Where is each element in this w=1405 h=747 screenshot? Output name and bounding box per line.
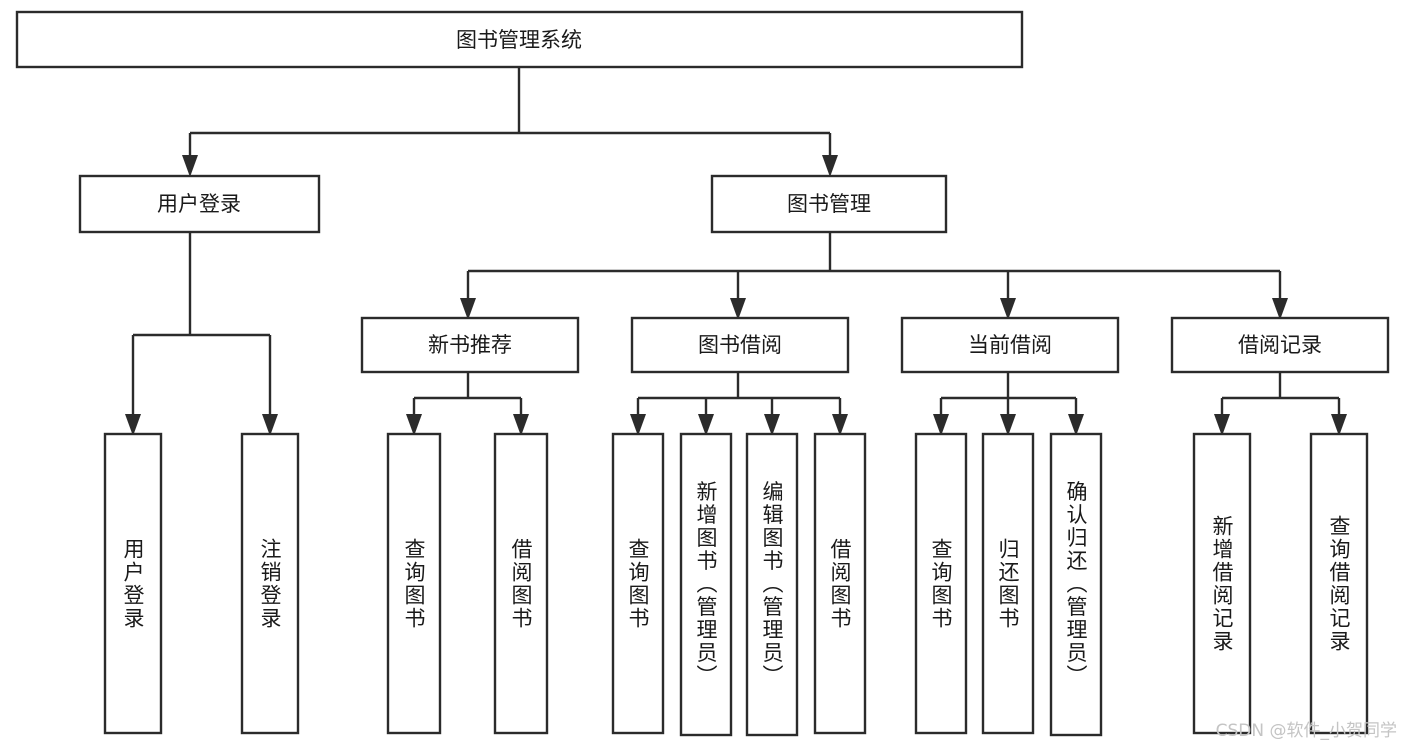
node-leaf-confirm-return-box[interactable] <box>1049 432 1103 737</box>
node-leaf-confirm-return-label: 确认归还（管理员） <box>1064 481 1088 688</box>
node-leaf-user-logout[interactable]: 注销登录 <box>240 432 300 735</box>
node-borrow-record[interactable]: 借阅记录 <box>1170 316 1390 374</box>
node-leaf-query-book-1[interactable]: 查询图书 <box>386 432 442 735</box>
node-current-borrow-label: 当前借阅 <box>968 333 1052 357</box>
arrow-to-current-borrow <box>1000 298 1016 320</box>
node-leaf-return-book-label: 归还图书 <box>996 538 1020 630</box>
node-leaf-user-login[interactable]: 用户登录 <box>103 432 163 735</box>
node-leaf-add-book-box[interactable] <box>679 432 733 737</box>
arrow-leaf-edit-book <box>764 414 780 436</box>
node-leaf-query-book-3-label: 查询图书 <box>929 538 953 630</box>
arrow-leaf-confirm-return <box>1068 414 1084 436</box>
arrow-leaf-user-login <box>125 414 141 436</box>
node-root-label: 图书管理系统 <box>456 28 582 52</box>
node-leaf-borrow-book-2-label: 借阅图书 <box>828 538 852 630</box>
arrow-leaf-borrow-book-1 <box>513 414 529 436</box>
node-leaf-confirm-return[interactable]: 确认归还（管理员） <box>1049 432 1103 737</box>
node-borrow-record-box[interactable] <box>1170 316 1390 374</box>
arrow-leaf-return-book <box>1000 414 1016 436</box>
node-leaf-add-record[interactable]: 新增借阅记录 <box>1192 432 1252 735</box>
node-leaf-query-book-2-label: 查询图书 <box>626 538 650 630</box>
arrow-leaf-query-book-3 <box>933 414 949 436</box>
node-leaf-borrow-book-2[interactable]: 借阅图书 <box>813 432 867 735</box>
node-leaf-add-book-label: 新增图书（管理员） <box>694 481 718 688</box>
arrow-to-new-book-recommend <box>460 298 476 320</box>
node-leaf-query-record-label: 查询借阅记录 <box>1327 515 1351 653</box>
node-book-borrow-box[interactable] <box>630 316 850 374</box>
node-leaf-query-book-1-label: 查询图书 <box>402 538 426 630</box>
node-leaf-borrow-book-2-box[interactable] <box>813 432 867 735</box>
node-user-login-box[interactable] <box>78 174 321 234</box>
arrow-to-book-management <box>822 155 838 177</box>
csdn-watermark: CSDN @软件_小贺同学 <box>1215 721 1397 741</box>
node-leaf-borrow-book-1[interactable]: 借阅图书 <box>493 432 549 735</box>
node-book-borrow[interactable]: 图书借阅 <box>630 316 850 374</box>
arrow-to-book-borrow <box>730 298 746 320</box>
node-leaf-query-book-3[interactable]: 查询图书 <box>914 432 968 735</box>
node-leaf-return-book[interactable]: 归还图书 <box>981 432 1035 735</box>
node-book-management[interactable]: 图书管理 <box>710 174 948 234</box>
node-book-management-label: 图书管理 <box>787 192 871 216</box>
node-root[interactable]: 图书管理系统 <box>15 10 1024 69</box>
node-root-box[interactable] <box>15 10 1024 69</box>
node-leaf-user-logout-box[interactable] <box>240 432 300 735</box>
arrow-leaf-borrow-book-2 <box>832 414 848 436</box>
arrow-to-user-login <box>182 155 198 177</box>
arrow-leaf-user-logout <box>262 414 278 436</box>
arrow-leaf-add-book <box>698 414 714 436</box>
node-book-management-box[interactable] <box>710 174 948 234</box>
node-leaf-user-login-label: 用户登录 <box>121 538 145 630</box>
node-leaf-edit-book-label: 编辑图书（管理员） <box>760 481 784 688</box>
node-leaf-borrow-book-1-label: 借阅图书 <box>509 538 533 630</box>
arrow-leaf-query-book-2 <box>630 414 646 436</box>
node-leaf-edit-book-box[interactable] <box>745 432 799 737</box>
node-leaf-add-record-label: 新增借阅记录 <box>1210 515 1234 653</box>
node-current-borrow-box[interactable] <box>900 316 1120 374</box>
node-user-login[interactable]: 用户登录 <box>78 174 321 234</box>
node-leaf-user-logout-label: 注销登录 <box>258 538 282 630</box>
node-leaf-user-login-box[interactable] <box>103 432 163 735</box>
node-new-book-recommend[interactable]: 新书推荐 <box>360 316 580 374</box>
node-leaf-query-book-3-box[interactable] <box>914 432 968 735</box>
node-leaf-query-book-2-box[interactable] <box>611 432 665 735</box>
node-user-login-label: 用户登录 <box>157 192 241 216</box>
arrow-leaf-add-record <box>1214 414 1230 436</box>
node-leaf-query-record-box[interactable] <box>1309 432 1369 735</box>
arrow-to-borrow-record <box>1272 298 1288 320</box>
arrow-leaf-query-record <box>1331 414 1347 436</box>
node-leaf-query-book-2[interactable]: 查询图书 <box>611 432 665 735</box>
node-new-book-recommend-box[interactable] <box>360 316 580 374</box>
node-leaf-query-record[interactable]: 查询借阅记录 <box>1309 432 1369 735</box>
node-leaf-query-book-1-box[interactable] <box>386 432 442 735</box>
node-leaf-add-record-box[interactable] <box>1192 432 1252 735</box>
node-leaf-add-book[interactable]: 新增图书（管理员） <box>679 432 733 737</box>
connectors-group <box>125 67 1347 436</box>
arrow-leaf-query-book-1 <box>406 414 422 436</box>
node-book-borrow-label: 图书借阅 <box>698 333 782 357</box>
node-leaf-return-book-box[interactable] <box>981 432 1035 735</box>
node-leaf-borrow-book-1-box[interactable] <box>493 432 549 735</box>
node-current-borrow[interactable]: 当前借阅 <box>900 316 1120 374</box>
node-new-book-recommend-label: 新书推荐 <box>428 333 512 357</box>
node-leaf-edit-book[interactable]: 编辑图书（管理员） <box>745 432 799 737</box>
node-borrow-record-label: 借阅记录 <box>1238 333 1322 357</box>
